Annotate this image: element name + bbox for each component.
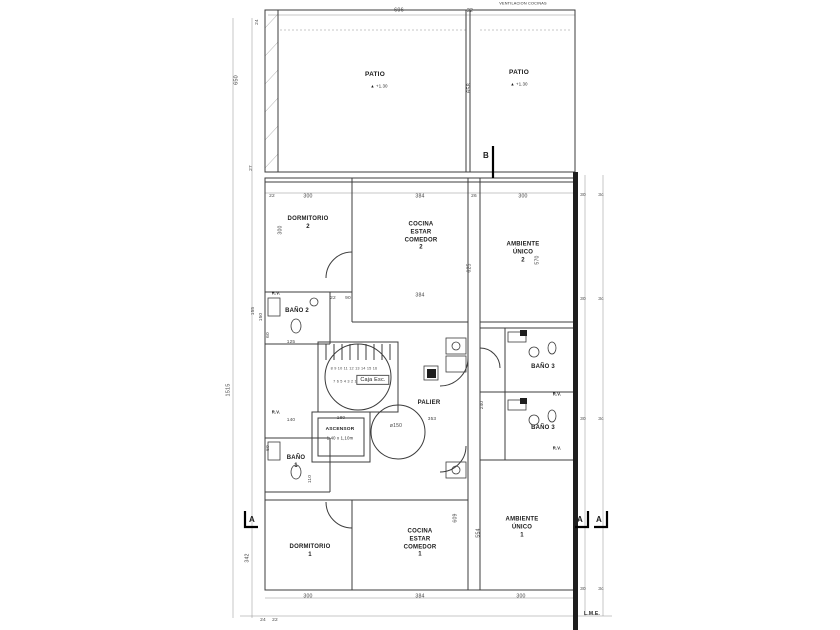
- dim-label: 384: [415, 292, 425, 299]
- room-label: BAÑO 2: [285, 308, 309, 315]
- dim-label: 3c: [598, 586, 604, 592]
- dim-label: 658: [466, 83, 473, 93]
- note-label: ▲ +1.30: [510, 81, 528, 87]
- note-label: R.V.: [552, 445, 562, 451]
- dim-label: 30: [580, 416, 586, 422]
- dimension-guides: [232, 14, 612, 618]
- property-line: [573, 172, 578, 630]
- dim-label: 300: [518, 193, 528, 200]
- note-label: 1,40 x 1,10m: [326, 435, 354, 441]
- room-label: ASCENSOR: [325, 426, 355, 432]
- dim-label: 150: [258, 312, 264, 322]
- dim-label: 22: [272, 617, 278, 623]
- dim-label: 300: [303, 193, 313, 200]
- dim-label: 609: [452, 513, 459, 523]
- dim-label: 384: [415, 193, 425, 200]
- room-label: AMBIENTE ÚNICO 1: [505, 516, 539, 538]
- room-label: DORMITORIO 2: [287, 216, 329, 230]
- room-label: PALIER: [417, 400, 441, 407]
- wall-hatching: [264, 13, 279, 169]
- dim-label: 30: [580, 586, 586, 592]
- dim-label: 650: [233, 75, 240, 85]
- room-label: PATIO: [509, 68, 529, 76]
- dim-label: 3c: [598, 296, 604, 302]
- room-label: BAÑO 3: [531, 425, 555, 432]
- dim-label: 353: [427, 416, 437, 422]
- room-label: BAÑO 3: [531, 364, 555, 371]
- dim-label: 240: [479, 400, 485, 410]
- dim-label: 30: [580, 296, 586, 302]
- dim-label: 26: [471, 193, 477, 199]
- dim-label: ø150: [389, 422, 403, 429]
- dim-label: 22: [269, 193, 275, 199]
- dim-label: 27: [248, 165, 254, 171]
- dim-label: 625: [466, 263, 473, 273]
- section-bracket-a-right2: [594, 511, 609, 529]
- dim-label: 24: [260, 617, 266, 623]
- dim-label: 24: [254, 19, 260, 25]
- room-label: Caja Esc.: [356, 374, 390, 386]
- note-label: VENTILACION COCINAS: [499, 1, 547, 6]
- note-label: R.V.: [271, 409, 281, 415]
- dim-label: 300: [516, 593, 526, 600]
- marker-label: A: [249, 514, 255, 524]
- dim-label: 140: [286, 417, 296, 423]
- room-label: AMBIENTE ÚNICO 2: [506, 241, 540, 263]
- dim-label: 110: [307, 474, 313, 484]
- dim-label: 696: [394, 7, 404, 14]
- dim-label: 3c: [598, 416, 604, 422]
- dim-label: 60: [265, 332, 271, 338]
- dim-label: 22: [330, 295, 336, 301]
- dim-label: 180: [336, 415, 346, 421]
- dim-label: 300: [277, 225, 284, 235]
- room-label: BAÑO 1: [286, 455, 306, 469]
- dim-label: 7 6 5 4 3 2 1: [333, 379, 357, 384]
- note-label: ▲ +1.30: [370, 83, 388, 89]
- section-bracket-a-right1: [575, 511, 590, 529]
- dim-label: 300: [303, 593, 313, 600]
- dim-label: 30: [580, 192, 586, 198]
- dim-label: 8 9 10 11 12 13 14 15 16: [330, 366, 378, 371]
- dim-label: 554: [475, 528, 482, 538]
- section-bracket-a-left: [243, 511, 258, 529]
- dim-label: 570: [534, 255, 541, 265]
- dim-label: 342: [244, 553, 251, 563]
- dim-label: 1515: [225, 383, 232, 397]
- dim-label: 155: [250, 306, 256, 316]
- solid-elements: [427, 172, 578, 630]
- room-label: COCINA ESTAR COMEDOR 2: [404, 221, 438, 251]
- room-label: DORMITORIO 1: [289, 544, 331, 558]
- note-label: R.V.: [271, 290, 281, 296]
- dim-label: 125: [286, 339, 296, 345]
- dim-label: 384: [415, 593, 425, 600]
- dim-label: 3c: [598, 192, 604, 198]
- dim-label: 22: [467, 7, 473, 14]
- note-label: R.V.: [552, 391, 562, 397]
- room-label: COCINA ESTAR COMEDOR 1: [403, 528, 437, 558]
- room-label: PATIO: [365, 70, 385, 78]
- marker-label: A: [596, 514, 602, 524]
- marker-label: B: [483, 150, 489, 160]
- fixtures: [267, 297, 557, 480]
- note-label: L.M.E.: [584, 610, 600, 617]
- marker-label: A: [577, 514, 583, 524]
- dim-label: 90: [345, 295, 351, 301]
- dim-label: 60: [265, 445, 271, 451]
- section-markers: [243, 146, 609, 529]
- walls: [264, 9, 576, 591]
